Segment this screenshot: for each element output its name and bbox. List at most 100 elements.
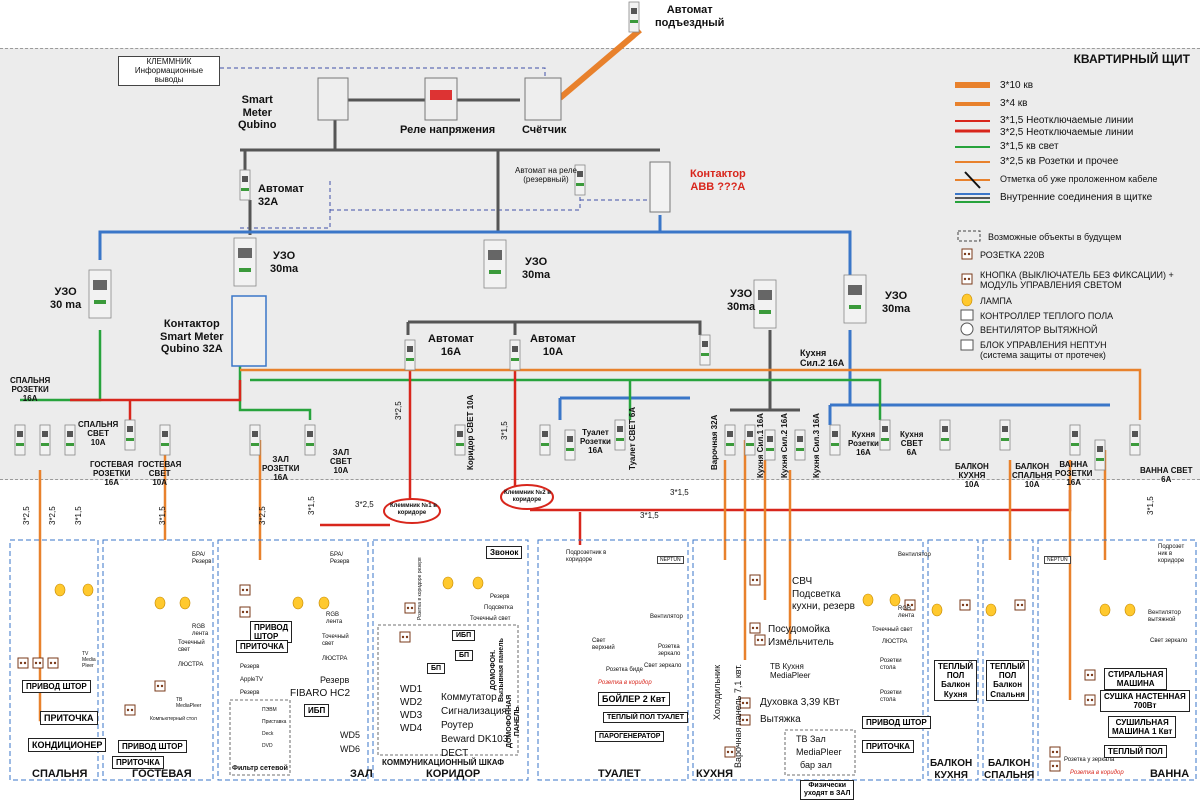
room-guest: ГОСТЕВАЯ — [132, 768, 192, 780]
kitchen-fridge: Холодильник — [712, 664, 722, 720]
guest-inflow: ПРИТОЧКА — [112, 756, 165, 769]
terminal-2-label: Клеммник №2 в коридоре — [504, 490, 551, 503]
balcony-bedroom-floor: ТЕПЛЫЙ ПОЛ Балкон Спальня — [986, 660, 1030, 701]
kitchen-chandelier: ЛЮСТРА — [882, 639, 908, 645]
hall-chandelier: ЛЮСТРА — [322, 656, 348, 662]
circuit-guest-light: ГОСТЕВАЯ СВЕТ 10А — [138, 460, 182, 488]
corridor-intercom-panel: ДОМОФОННАЯ ПАНЕЛЬ — [506, 694, 522, 748]
bath-dryer-wall: СУШКА НАСТЕННАЯ 700Вт — [1100, 690, 1190, 713]
hall-dvd: DVD — [262, 743, 273, 749]
group-breaker-10a-label: Автомат 10A — [530, 333, 576, 358]
main-breaker-label: Автомат 32А — [258, 183, 304, 208]
cable-mark-15-7: 3*1,5 — [1146, 496, 1155, 515]
cable-mark-25-4: 3*2,5 — [48, 506, 57, 525]
guest-desk: Компьютерный стол — [150, 716, 197, 722]
group-breaker-16a-label: Автомат 16A — [428, 333, 474, 358]
room-balcony-bedroom: БАЛКОН СПАЛЬНЯ — [984, 758, 1035, 781]
circuit-kitchen-power1: Кухня Сил.1 16А — [756, 413, 765, 478]
rcd-2-label: УЗО 30ma — [270, 250, 299, 275]
panel-background — [0, 48, 1200, 480]
kitchen-oven: Духовка 3,39 КВт — [760, 697, 840, 708]
kitchen-hood: Вытяжка — [760, 714, 801, 725]
corridor-wd3: WD3 — [400, 710, 423, 721]
legend-15-uncut: 3*1,5 Неотключаемые линии — [1000, 115, 1134, 126]
contactor-qubino-label: Контактор Smart Meter Qubino 32A — [160, 318, 224, 356]
terminal-box-label: КЛЕММНИК Информационные выводы — [118, 56, 220, 86]
relay-breaker-label: Автомат на реле (резервный) — [515, 166, 577, 185]
rcd-5-label: УЗО 30ma — [882, 290, 911, 315]
cable-mark-15-2: 3*1,5 — [670, 488, 689, 497]
hall-bra: БРА/ Резерв — [330, 552, 350, 565]
circuit-bedroom-light: СПАЛЬНЯ СВЕТ 10А — [78, 420, 119, 448]
corridor-bp2: БП — [427, 663, 446, 674]
circuit-corridor-light: Коридор СВЕТ 10А — [466, 394, 475, 470]
toilet-mirror-sock: Розетка зеркало — [658, 644, 681, 657]
kitchen-sock-table2: Розетки стола — [880, 690, 902, 703]
corridor-wd2: WD2 — [400, 697, 423, 708]
guest-curtains: ПРИВОД ШТОР — [118, 740, 187, 753]
circuit-hall-sockets: ЗАЛ РОЗЕТКИ 16А — [262, 455, 300, 483]
toilet-boiler: БОЙЛЕР 2 Квт — [598, 692, 670, 706]
hall-reserve1: Резерв — [240, 664, 260, 670]
kitchen-sock-table1: Розетки стола — [880, 658, 902, 671]
legend-neptun: БЛОК УПРАВЛЕНИЯ НЕПТУН (система защиты о… — [980, 340, 1107, 361]
toilet-steam: ПАРОГЕНЕРАТОР — [595, 731, 665, 742]
legend-lamp: ЛАМПА — [980, 296, 1012, 306]
cable-mark-25-3: 3*2,5 — [22, 506, 31, 525]
corridor-cabinet: КОММУНИКАЦИОННЫЙ ШКАФ — [382, 758, 505, 767]
toilet-top-light: Свет верхний — [592, 638, 615, 651]
legend-button: КНОПКА (ВЫКЛЮЧАТЕЛЬ БЕЗ ФИКСАЦИИ) + МОДУ… — [980, 270, 1174, 291]
kitchen-backlight: Подсветка кухни, резерв — [792, 589, 855, 612]
bath-mirror-light: Свет зеркало — [1150, 638, 1188, 644]
toilet-sockets-corr: Подрозетник в коридоре — [566, 550, 607, 563]
hall-appletv: AppleTV — [240, 677, 264, 683]
hall-filter: Фильтр сетевой — [232, 765, 288, 772]
cable-mark-15-3: 3*1,5 — [640, 511, 659, 520]
kitchen-bar: бар зал — [800, 760, 832, 770]
circuit-kitchen-light: Кухня СВЕТ 6А — [900, 430, 924, 458]
bath-corr-sock: Розетка в коридор — [1070, 770, 1124, 776]
kitchen-power2-group-label: Кухня Сил.2 16А — [800, 348, 845, 369]
circuit-kitchen-power3: Кухня Сил.3 16А — [812, 413, 821, 478]
circuit-bedroom-sockets: СПАЛЬНЯ РОЗЕТКИ 16А — [10, 376, 51, 404]
corridor-wd4: WD4 — [400, 723, 423, 734]
contactor-abb-label: Контактор ABB ???А — [690, 168, 746, 193]
kitchen-spot: Точечный свет — [872, 627, 913, 633]
toilet-floor: ТЕПЛЫЙ ПОЛ ТУАЛЕТ — [603, 712, 688, 723]
hall-inflow: ПРИТОЧКА — [236, 640, 289, 653]
hall-reserve2: Резерв — [240, 690, 260, 696]
bedroom-tv: TV Media Pleer — [82, 651, 96, 669]
kitchen-grinder: Измельчитель — [768, 637, 834, 648]
rcd-3-label: УЗО 30ma — [522, 256, 551, 281]
legend-15-light: 3*1,5 кв свет — [1000, 141, 1059, 152]
legend-floor-ctrl: КОНТРОЛЛЕР ТЕПЛОГО ПОЛА — [980, 311, 1114, 321]
toilet-bidet: Розетка биде — [606, 667, 643, 673]
rcd-4-label: УЗО 30ma — [727, 288, 756, 313]
guest-tv: TB MediaPleer — [176, 697, 202, 709]
kitchen-tv: ТВ Кухня MediaPleer — [770, 662, 811, 681]
hall-reserve3: Резерв — [320, 675, 350, 685]
legend-4kv: 3*4 кв — [1000, 98, 1028, 109]
voltage-relay-label: Реле напряжения — [400, 124, 496, 136]
legend-future: Возможные объекты в будущем — [988, 232, 1122, 242]
cable-mark-15-6: 3*1,5 — [307, 496, 316, 515]
corridor-beward: Beward DK103 — [441, 734, 509, 745]
guest-spot: Точечный свет — [178, 640, 205, 653]
kitchen-dishwasher: Посудомойка — [768, 624, 830, 635]
circuit-hall-light: ЗАЛ СВЕТ 10А — [330, 448, 352, 476]
guest-rgb: RGB лента — [192, 624, 209, 637]
corridor-alarm: Сигнализация — [441, 706, 507, 717]
corridor-dect: DECT — [441, 748, 469, 759]
corridor-spot: Точечный свет — [470, 616, 511, 622]
cable-mark-15-4: 3*1,5 — [74, 506, 83, 525]
toilet-mirror-light: Свет зеркало — [644, 663, 682, 669]
bath-neptun: NEPTUN — [1044, 556, 1071, 564]
hall-curtains: ПРИВОД ШТОР — [250, 621, 293, 644]
circuit-hob: Варочная 32А — [710, 414, 719, 470]
guest-chandelier: ЛЮСТРА — [178, 662, 204, 668]
kitchen-fan: Вентилятор — [898, 552, 931, 558]
room-hall: ЗАЛ — [350, 768, 373, 780]
legend-fan: ВЕНТИЛЯТОР ВЫТЯЖНОЙ — [980, 325, 1098, 335]
circuit-kitchen-power2: Кухня Сил.2 16А — [780, 413, 789, 478]
